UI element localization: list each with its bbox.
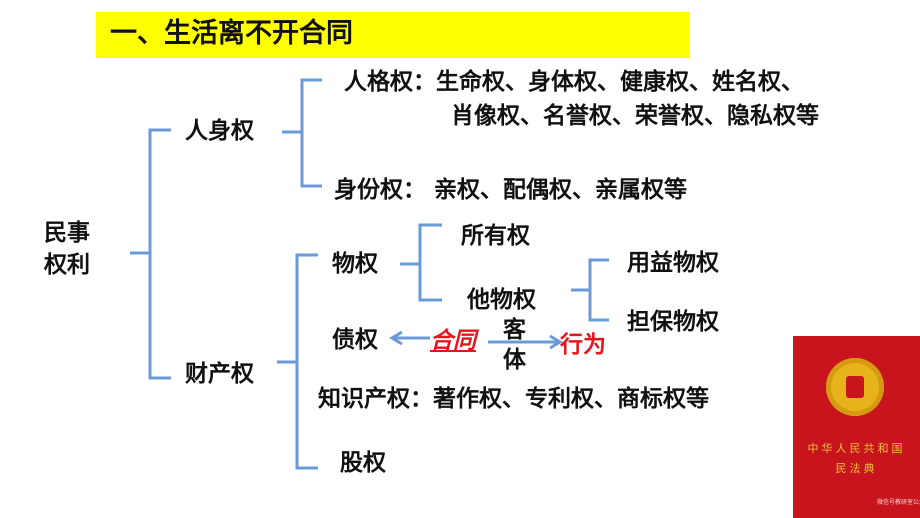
node-personal-rights: 人身权 — [185, 118, 254, 144]
label-object-2: 体 — [503, 347, 526, 373]
node-other-real-rights: 他物权 — [467, 287, 536, 313]
label-contract: 合同 — [430, 328, 476, 354]
node-security-rights: 担保物权 — [627, 309, 719, 335]
arrow-to-creditor — [389, 330, 430, 346]
personal-bracket — [282, 78, 322, 188]
node-ownership: 所有权 — [461, 223, 530, 249]
node-real-rights: 物权 — [332, 251, 378, 277]
node-creditor-rights: 债权 — [332, 327, 378, 353]
property-bracket — [277, 253, 318, 470]
node-usufruct: 用益物权 — [627, 250, 719, 276]
node-personality-rights-cont: 肖像权、名誉权、荣誉权、隐私权等 — [451, 103, 819, 129]
node-property-rights: 财产权 — [185, 361, 254, 387]
node-personality-rights: 人格权：生命权、身体权、健康权、姓名权、 — [344, 69, 804, 95]
real-right-bracket — [400, 223, 442, 302]
civil-code-book-image: 中华人民共和国 民法典 微信号教研室公众号 — [793, 336, 920, 518]
label-object-1: 客 — [503, 317, 526, 343]
root-label-line1: 民事 — [44, 220, 90, 246]
watermark: 微信号教研室公众号 — [877, 499, 920, 506]
node-ip-rights: 知识产权：著作权、专利权、商标权等 — [318, 386, 709, 412]
book-title-line2: 民法典 — [835, 462, 878, 475]
national-emblem-icon — [826, 358, 884, 416]
title-highlight — [96, 12, 690, 58]
node-equity: 股权 — [340, 450, 386, 476]
other-real-bracket — [571, 258, 609, 322]
page-title: 一、生活离不开合同 — [110, 18, 353, 49]
label-conduct: 行为 — [560, 332, 606, 358]
node-status-rights: 身份权： 亲权、配偶权、亲属权等 — [334, 177, 688, 203]
root-bracket — [130, 128, 171, 380]
arrow-to-conduct — [488, 334, 563, 350]
book-title-line1: 中华人民共和国 — [807, 442, 906, 455]
root-label-line2: 权利 — [44, 252, 90, 278]
